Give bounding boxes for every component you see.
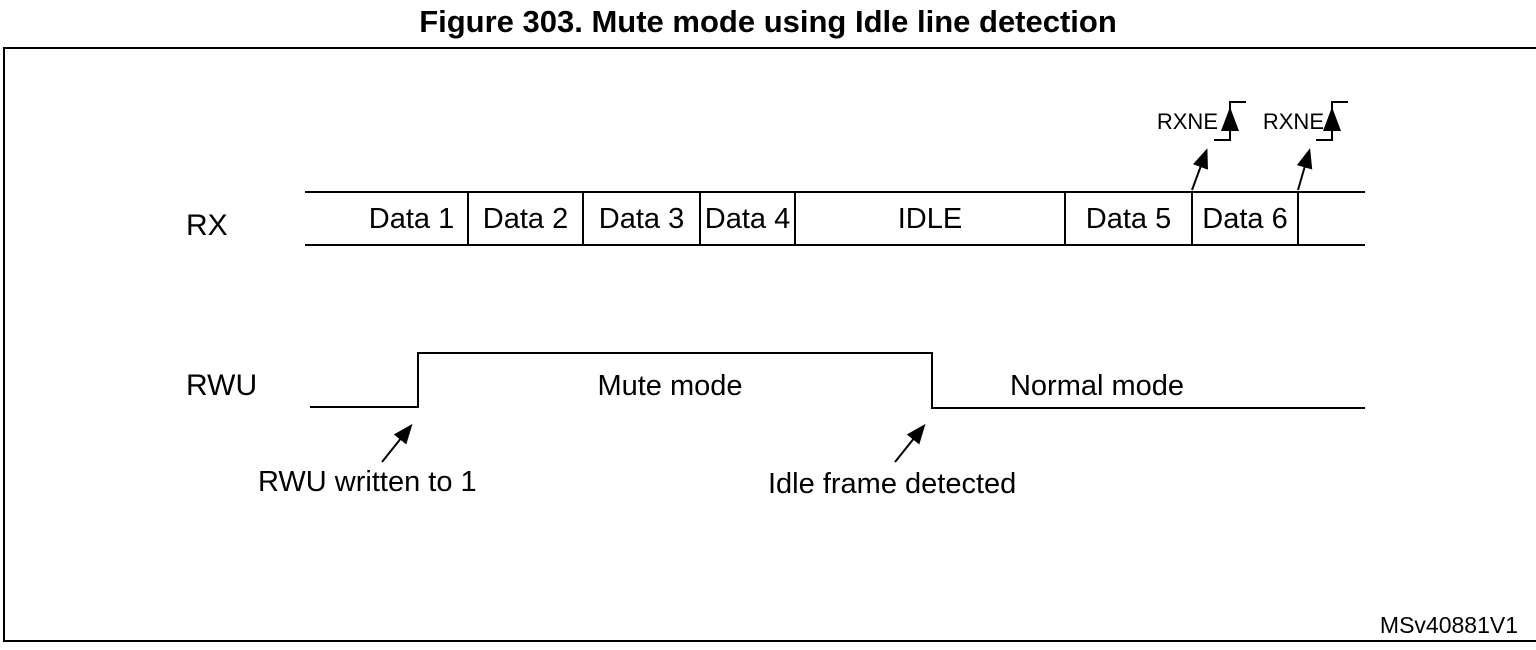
rxne-event-1 <box>1191 101 1246 191</box>
normal-mode-label: Normal mode <box>1009 370 1185 402</box>
mute-mode-label: Mute mode <box>597 370 743 402</box>
rxne-event-2 <box>1296 101 1348 191</box>
rx-band <box>305 191 1365 246</box>
rxne-pointer-arrow-1 <box>1191 148 1208 191</box>
rwu-waveform <box>310 352 1365 409</box>
figure-title: Figure 303. Mute mode using Idle line de… <box>419 4 1117 39</box>
rx-box-data5: Data 5 <box>1085 203 1172 235</box>
rxne-label-2: RXNE <box>1262 109 1324 134</box>
rx-signal-label: RX <box>186 209 228 242</box>
rx-box-data3: Data 3 <box>598 203 685 235</box>
rxne-label-1: RXNE <box>1156 109 1218 134</box>
rx-box-data4: Data 4 <box>704 203 791 235</box>
fall-annotation-label: Idle frame detected <box>768 468 1017 500</box>
rx-box-data6: Data 6 <box>1202 203 1288 235</box>
rxne-pointer-arrow-2 <box>1296 148 1313 191</box>
rising-edge-arrowhead-icon <box>1323 107 1341 131</box>
rise-annotation-arrow <box>381 423 413 463</box>
rise-annotation-label: RWU written to 1 <box>258 466 477 498</box>
rx-box-data1: Data 1 <box>368 203 455 235</box>
figure-reference-id: MSv40881V1 <box>1379 612 1518 638</box>
diagram-frame <box>3 47 1536 642</box>
rx-box-idle: IDLE <box>897 203 963 235</box>
rising-edge-arrowhead-icon <box>1221 107 1239 131</box>
fall-annotation-arrow <box>894 423 926 463</box>
rwu-signal-label: RWU <box>186 369 258 402</box>
rx-box-data2: Data 2 <box>482 203 569 235</box>
